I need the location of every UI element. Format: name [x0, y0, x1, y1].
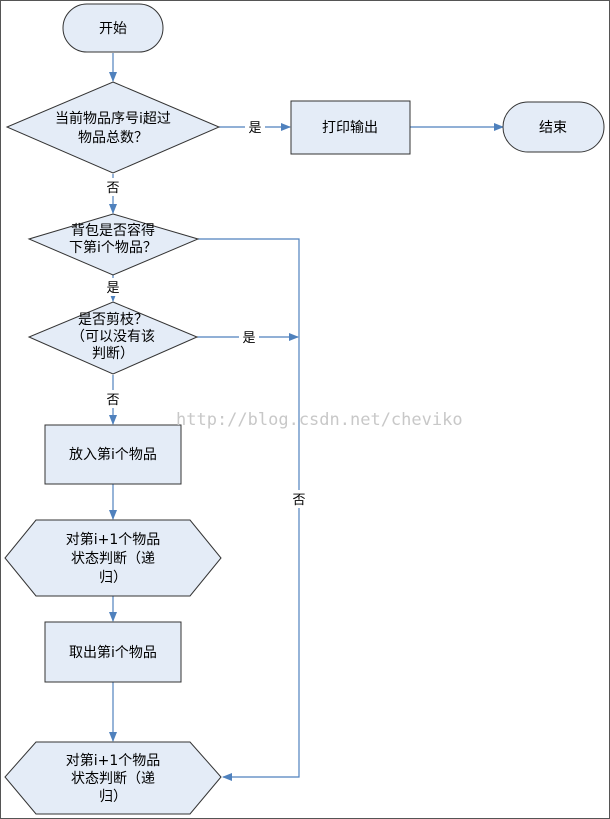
decision-fit-line-2: 下第i个物品？ [69, 239, 157, 256]
decision-prune-line-1: 是否剪枝？ [78, 312, 148, 328]
node-start-text: 开始 [99, 21, 127, 37]
decision-prune-line-2: （可以没有该 [71, 329, 155, 345]
node-end-text: 结束 [539, 120, 567, 136]
edge-fit-no [198, 238, 300, 781]
recurse-2-line-2: 状态判断（递 [71, 771, 155, 787]
label-exceed-yes: 是 [248, 121, 261, 136]
recurse-1-line-1: 对第i+1个物品 [66, 531, 161, 548]
recurse-2-line-1: 对第i+1个物品 [66, 752, 161, 769]
node-recurse-1: 对第i+1个物品 状态判断（递 归） [4, 519, 222, 597]
watermark: http://blog.csdn.net/cheviko [176, 410, 463, 430]
node-take-item: 取出第i个物品 [44, 621, 182, 683]
label-exceed-no: 否 [106, 181, 119, 196]
node-decision-fit: 背包是否容得 下第i个物品？ [27, 213, 200, 276]
edge-labels: 是 否 是 是 否 否 [103, 118, 309, 508]
decision-prune-line-3: 判断） [92, 346, 134, 362]
node-end: 结束 [502, 101, 605, 153]
label-prune-yes: 是 [242, 331, 255, 346]
label-fit-yes: 是 [106, 281, 119, 296]
recurse-2-line-3: 归） [99, 788, 127, 805]
node-decision-prune: 是否剪枝？ （可以没有该 判断） [27, 301, 199, 375]
decision-exceed-line-1: 当前物品序号i超过 [55, 110, 171, 127]
decision-fit-line-1: 背包是否容得 [71, 222, 155, 239]
take-item-text: 取出第i个物品 [69, 644, 157, 661]
label-fit-no: 否 [292, 493, 305, 508]
node-decision-exceed: 当前物品序号i超过 物品总数？ [5, 81, 221, 174]
label-prune-no: 否 [106, 393, 119, 408]
recurse-1-line-2: 状态判断（递 [71, 551, 155, 567]
node-start: 开始 [62, 3, 164, 53]
recurse-1-line-3: 归） [99, 569, 127, 586]
put-item-text: 放入第i个物品 [69, 446, 157, 463]
node-print-output: 打印输出 [290, 100, 411, 155]
node-recurse-2: 对第i+1个物品 状态判断（递 归） [4, 741, 222, 815]
decision-exceed-line-2: 物品总数？ [78, 130, 148, 146]
node-put-item: 放入第i个物品 [44, 424, 182, 485]
print-output-text: 打印输出 [322, 119, 378, 136]
